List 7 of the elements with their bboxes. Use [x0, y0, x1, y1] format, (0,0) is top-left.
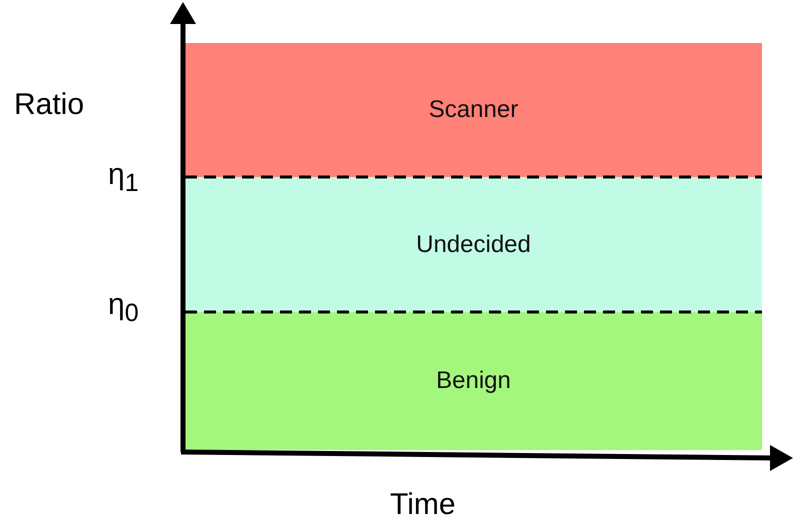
shaded-region: Scanner — [185, 43, 762, 177]
shaded-region: Benign — [185, 312, 762, 450]
axis-title: Ratio — [14, 90, 84, 120]
threshold-label: η$_{1}$ — [108, 160, 139, 196]
threshold-label: η$_{0}$ — [108, 290, 139, 326]
axis-title: Time — [390, 490, 456, 520]
shaded-region: Undecided — [185, 177, 762, 312]
